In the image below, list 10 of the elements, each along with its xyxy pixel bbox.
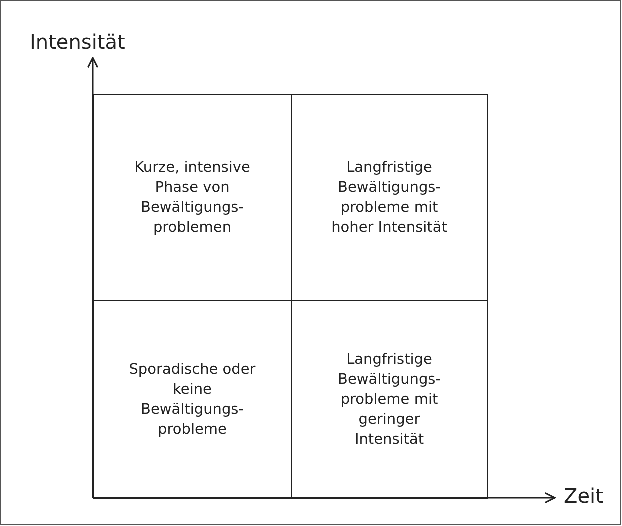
x-axis-label: Zeit — [564, 484, 604, 508]
quadrant-text: Langfristige Bewältigungs- probleme mit hoher Intensität — [330, 158, 448, 238]
quadrant-box — [291, 300, 488, 499]
quadrant-text: Kurze, intensive Phase von Bewältigungs- problemen — [134, 158, 252, 238]
quadrant-box — [93, 94, 292, 301]
y-axis-label: Intensität — [30, 30, 126, 54]
quadrant-text: Sporadische oder keine Bewältigungs- probleme — [128, 360, 257, 440]
quadrant-box — [93, 300, 292, 499]
quadrant-text: Langfristige Bewältigungs- probleme mit geringer Intensität — [337, 350, 442, 450]
quadrant-box — [291, 94, 488, 301]
